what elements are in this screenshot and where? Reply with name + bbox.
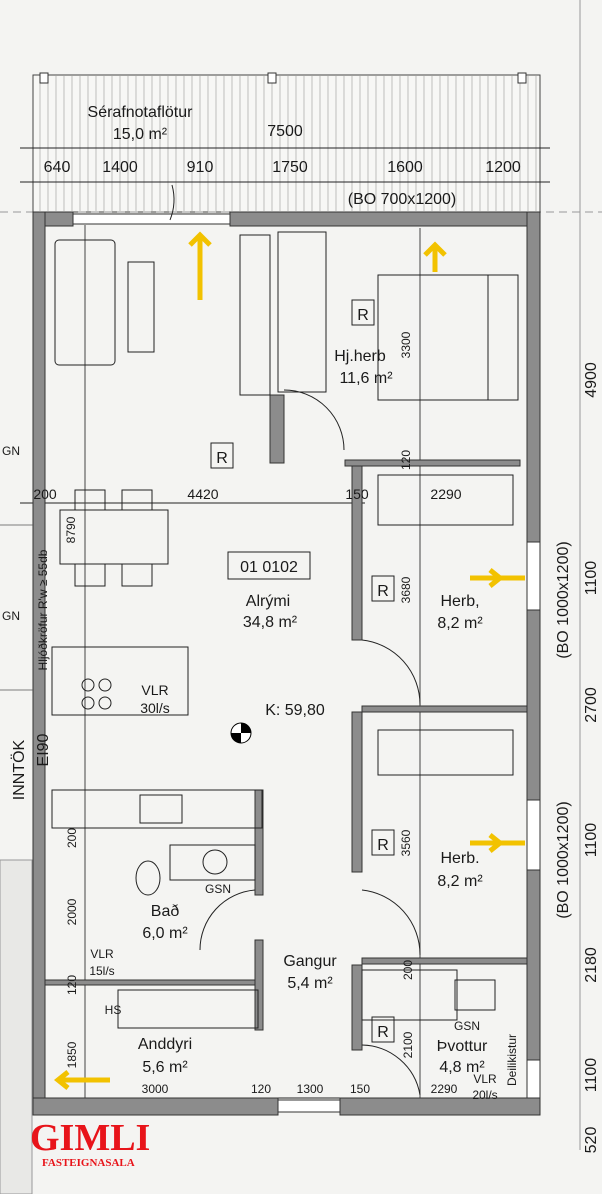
dim: 1400 bbox=[102, 159, 138, 176]
dim-total: 7500 bbox=[267, 123, 303, 140]
dim: 2100 bbox=[401, 1031, 415, 1058]
radiator-label: R bbox=[377, 583, 389, 600]
dim: 1600 bbox=[387, 159, 423, 176]
logo-sub: FASTEIGNASALA bbox=[42, 1157, 135, 1169]
dim: 3560 bbox=[399, 829, 413, 856]
dim: 1850 bbox=[65, 1041, 79, 1068]
terrace-area-value: 15,0 m² bbox=[113, 126, 168, 143]
radiator-label: R bbox=[357, 307, 369, 324]
dim: 120 bbox=[251, 1082, 271, 1096]
room-area-hall: 5,4 m² bbox=[287, 975, 333, 992]
window-size: (BO 1000x1200) bbox=[555, 541, 572, 658]
dim: 1200 bbox=[485, 159, 521, 176]
dim: 4420 bbox=[187, 486, 218, 502]
sound-requirement-label: Hljóðkröfur R'w ≥ 55db bbox=[36, 549, 50, 670]
room-name-hall: Gangur bbox=[283, 953, 337, 970]
gn-label: GN bbox=[2, 444, 20, 458]
room-name-master: Hj.herb bbox=[334, 348, 386, 365]
dim: 2700 bbox=[583, 687, 600, 723]
dim: 2180 bbox=[583, 947, 600, 983]
window-size: (BO 1000x1200) bbox=[555, 801, 572, 918]
level-marker-icon bbox=[230, 722, 252, 744]
exterior-left bbox=[0, 524, 33, 1194]
level-label: K: 59,80 bbox=[265, 702, 325, 719]
logo-name: GIMLI bbox=[30, 1117, 150, 1159]
dim: 200 bbox=[65, 828, 79, 848]
room-area-bath: 6,0 m² bbox=[142, 925, 188, 942]
room-name-bed1: Herb, bbox=[440, 593, 479, 610]
dim: 3680 bbox=[399, 576, 413, 603]
dim: 8790 bbox=[64, 516, 78, 543]
dim: 2290 bbox=[430, 486, 461, 502]
dim: 3300 bbox=[399, 331, 413, 358]
furniture bbox=[51, 184, 519, 1096]
room-name-bed2: Herb. bbox=[440, 850, 479, 867]
room-area-entry: 5,6 m² bbox=[142, 1059, 188, 1076]
dim: 200 bbox=[33, 486, 57, 502]
vlr-rate: 15l/s bbox=[89, 964, 114, 978]
room-name-laundry: Þvottur bbox=[437, 1038, 488, 1055]
right-dimensions: 4900 1100 (BO 1000x1200) 2700 1100 (BO 1… bbox=[555, 362, 600, 1153]
dim: 1100 bbox=[583, 561, 600, 596]
room-id: 01 0102 bbox=[240, 559, 298, 576]
vlr-label: VLR bbox=[141, 682, 168, 698]
inntok-label: INNTÖK bbox=[10, 739, 28, 800]
vlr-label: VLR bbox=[473, 1072, 497, 1086]
fixture-label: GSN bbox=[205, 882, 231, 896]
terrace-label: Sérafnotaflötur bbox=[88, 104, 194, 121]
room-area-laundry: 4,8 m² bbox=[439, 1059, 485, 1076]
dim: 120 bbox=[399, 450, 413, 470]
window-size: (BO 700x1200) bbox=[348, 191, 457, 208]
dim: 4900 bbox=[583, 362, 600, 398]
gimli-logo: GIMLI FASTEIGNASALA bbox=[30, 1117, 150, 1169]
dim: 3000 bbox=[142, 1082, 169, 1096]
windows bbox=[72, 213, 541, 1113]
dim: 200 bbox=[401, 960, 415, 980]
dim: 1300 bbox=[297, 1082, 324, 1096]
vlr-rate: 20l/s bbox=[472, 1088, 497, 1102]
vlr-rate: 30l/s bbox=[140, 700, 170, 716]
room-area-bed2: 8,2 m² bbox=[437, 873, 483, 890]
dim: 120 bbox=[65, 975, 79, 995]
radiator-labels: R R R R R bbox=[210, 299, 395, 1043]
room-name-living: Alrými bbox=[246, 593, 290, 610]
gn-label: GN bbox=[2, 609, 20, 623]
dim: 520 bbox=[583, 1127, 600, 1154]
room-area-bed1: 8,2 m² bbox=[437, 615, 483, 632]
dim: 150 bbox=[350, 1082, 370, 1096]
dim: 2000 bbox=[65, 898, 79, 925]
radiator-label: R bbox=[377, 1024, 389, 1041]
yellow-arrow-icons bbox=[53, 231, 525, 1090]
dim: 2290 bbox=[431, 1082, 458, 1096]
room-area-master: 11,6 m² bbox=[339, 370, 393, 387]
room-name-entry: Anddyri bbox=[138, 1036, 192, 1053]
dim: 1100 bbox=[583, 1058, 600, 1093]
radiator-label: R bbox=[377, 837, 389, 854]
wardrobe-label: HS bbox=[105, 1003, 122, 1017]
fire-rating-label: EI90 bbox=[35, 733, 52, 766]
radiator-label: R bbox=[216, 450, 228, 467]
room-area-living: 34,8 m² bbox=[243, 614, 298, 631]
dim: 1100 bbox=[583, 823, 600, 858]
deilikistur-label: Deilikistur bbox=[505, 1034, 519, 1086]
dim: 150 bbox=[345, 486, 369, 502]
dim: 1750 bbox=[272, 159, 308, 176]
dim: 910 bbox=[187, 159, 214, 176]
fixture-label: GSN bbox=[454, 1019, 480, 1033]
terrace-area bbox=[32, 72, 541, 213]
walls bbox=[32, 211, 541, 1116]
room-name-bath: Bað bbox=[151, 903, 180, 920]
dim: 640 bbox=[44, 159, 71, 176]
vlr-label: VLR bbox=[90, 947, 114, 961]
